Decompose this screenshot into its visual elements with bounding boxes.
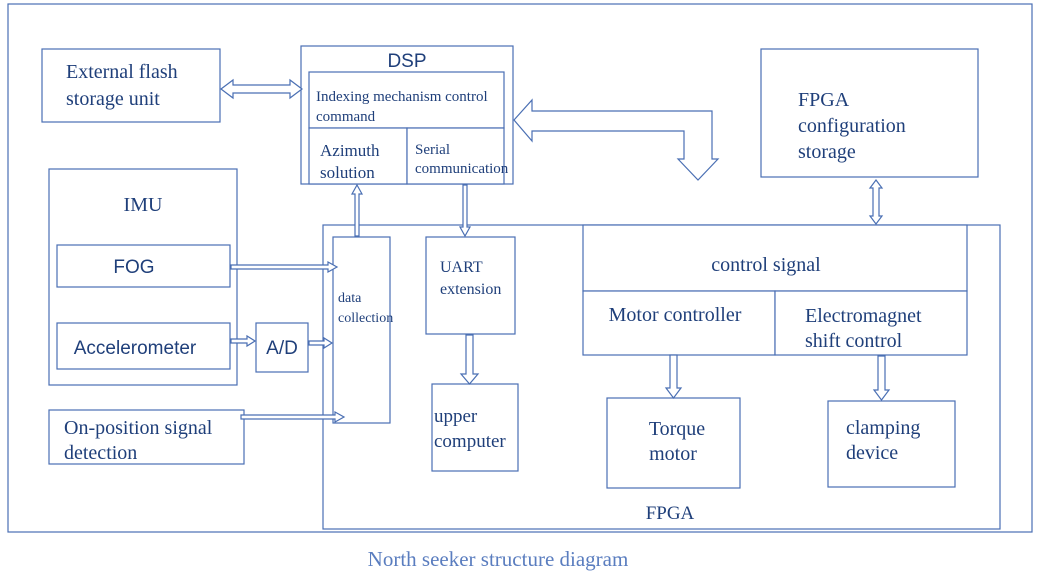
on-position-line2: detection <box>64 442 137 464</box>
motor-to-torque-arrow <box>664 354 683 399</box>
indexing-command-line2: command <box>316 109 376 125</box>
azimuth-solution-box <box>308 127 408 185</box>
serial-line2: communication <box>415 161 509 177</box>
fpga-config-line3: storage <box>798 141 856 163</box>
ad-label: A/D <box>266 338 298 359</box>
indexing-command-box <box>308 71 505 129</box>
external-flash-line1: External flash <box>66 61 178 83</box>
motor-controller-box <box>582 290 776 356</box>
fog-to-data-arrow <box>230 260 339 274</box>
data-collection-line2: collection <box>338 311 393 326</box>
serial-to-uart-arrow <box>458 184 472 238</box>
clamping-line1: clamping <box>846 417 920 439</box>
fpga-label: FPGA <box>646 503 695 524</box>
azimuth-line1: Azimuth <box>320 141 380 160</box>
imu-title: IMU <box>124 194 163 216</box>
fpga-config-line2: configuration <box>798 115 906 137</box>
on-position-line1: On-position signal <box>64 417 213 439</box>
dsp-block: DSP Indexing mechanism control command A… <box>300 45 514 185</box>
uart-line1: UART <box>440 259 483 276</box>
upper-computer-line2: computer <box>434 431 506 452</box>
external-flash-line2: storage unit <box>66 88 160 110</box>
uart-line2: extension <box>440 281 501 298</box>
external-flash-box: External flash storage unit <box>41 48 221 123</box>
control-signal-block: control signal Motor controller Electrom… <box>582 224 968 356</box>
imu-block: IMU FOG Accelerometer <box>48 168 238 386</box>
data-to-azimuth-arrow <box>350 183 364 237</box>
electromagnet-line2: shift control <box>805 330 903 352</box>
electromagnet-to-clamping-arrow <box>872 355 891 401</box>
indexing-command-line1: Indexing mechanism control <box>316 89 488 105</box>
electromagnet-line1: Electromagnet <box>805 305 922 327</box>
on-position-box: On-position signal detection <box>48 409 245 465</box>
upper-computer-box: upper computer <box>431 383 519 472</box>
control-signal-label: control signal <box>711 254 821 276</box>
fpga-config-storage-box: FPGA configuration storage <box>760 48 979 178</box>
onposition-to-data-arrow <box>240 410 346 424</box>
torque-motor-line2: motor <box>649 443 697 465</box>
accelerometer-label: Accelerometer <box>74 338 197 359</box>
fpga-config-line1: FPGA <box>798 89 850 111</box>
clamping-line2: device <box>846 442 898 464</box>
upper-computer-line1: upper <box>434 406 478 427</box>
torque-motor-line1: Torque <box>649 418 705 440</box>
clamping-device-box: clamping device <box>827 400 956 488</box>
accelerometer-box <box>56 322 231 370</box>
serial-line1: Serial <box>415 142 450 158</box>
config-fpga-double-arrow <box>868 179 884 225</box>
dsp-title: DSP <box>387 51 426 72</box>
ad-to-data-arrow <box>308 336 334 350</box>
torque-motor-box: Torque motor <box>606 397 741 489</box>
dsp-fpga-bent-arrow <box>513 98 720 181</box>
accel-to-ad-arrow <box>230 334 257 348</box>
fog-box <box>56 244 231 288</box>
azimuth-line2: solution <box>320 163 375 182</box>
flash-dsp-double-arrow <box>220 78 303 100</box>
ad-converter-box: A/D <box>255 322 309 373</box>
serial-communication-box <box>406 127 505 185</box>
data-collection-line1: data <box>338 291 362 306</box>
uart-to-upper-arrow <box>459 334 480 385</box>
uart-extension-box: UART extension <box>425 236 516 335</box>
electromagnet-shift-box <box>774 290 968 356</box>
diagram-caption: North seeker structure diagram <box>368 547 629 571</box>
motor-controller-label: Motor controller <box>609 304 742 326</box>
data-collection-box: data collection <box>332 236 393 424</box>
fog-label: FOG <box>113 257 154 278</box>
